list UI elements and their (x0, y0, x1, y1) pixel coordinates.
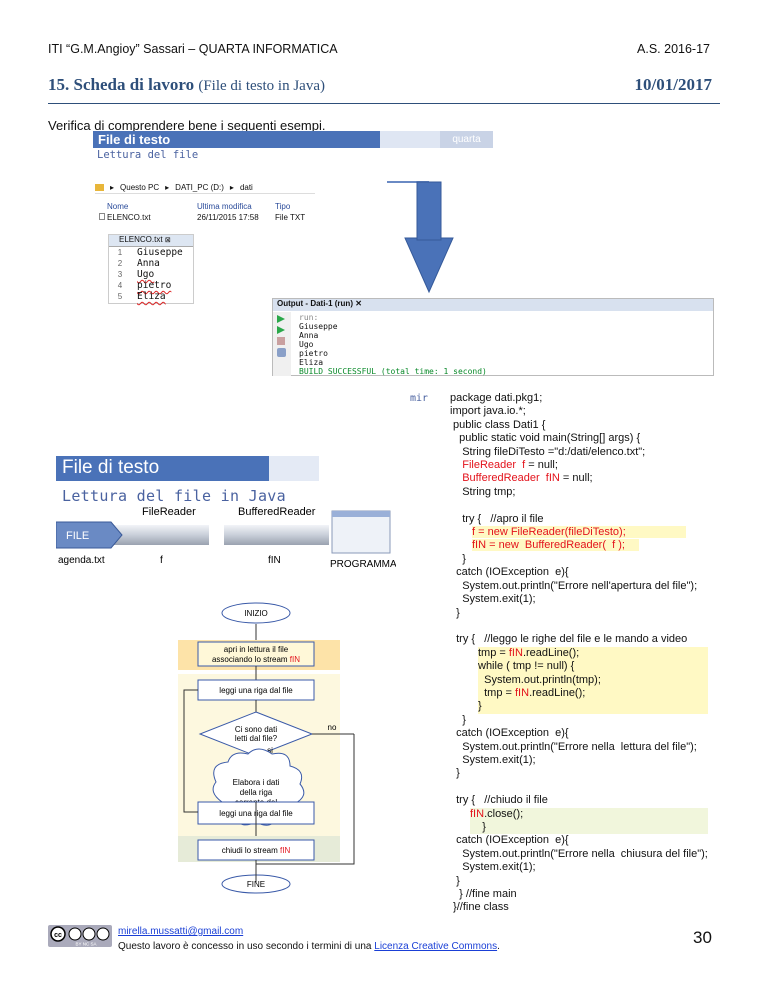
output-tab: Output - Dati-1 (run) ✕ (273, 299, 713, 311)
stream-tube-2 (224, 525, 329, 545)
intro-text: Verifica di comprendere bene i seguenti … (48, 118, 326, 133)
page-date: 10/01/2017 (634, 75, 712, 94)
stream-diagram: FileReader BufferedReader FILE agenda.tx… (56, 506, 396, 570)
chevron-right-icon: ▸ (229, 182, 234, 192)
flowchart-connectors (183, 689, 355, 882)
start-label: INIZIO (244, 609, 268, 618)
text-file-icon (99, 213, 105, 220)
svg-text:cc: cc (54, 932, 62, 939)
slide2-subtitle: Lettura del file in Java (62, 487, 286, 505)
svg-text:FINE: FINE (247, 880, 265, 889)
editor-tab: ELENCO.txt ⊠ (109, 235, 193, 247)
stop-icon (277, 337, 285, 345)
explorer-columns: Nome Ultima modifica Tipo (107, 202, 291, 211)
header-right: A.S. 2016-17 (637, 42, 710, 56)
explorer-row: ELENCO.txt 26/11/2015 17:58 File TXT (95, 213, 315, 222)
svg-text:letti dal file?: letti dal file? (235, 734, 278, 743)
svg-text:no: no (328, 723, 337, 732)
down-arrow-icon (387, 181, 454, 294)
slide1-title-bar: File di testo (93, 131, 380, 148)
settings-icon (277, 348, 286, 357)
svg-text:associando lo stream fIN: associando lo stream fIN (212, 655, 300, 664)
license-link[interactable]: Licenza Creative Commons (374, 941, 498, 952)
label-fin: fIN (268, 555, 281, 566)
footer-email-link[interactable]: mirella.mussatti@gmail.com (118, 926, 244, 937)
label-bufferedreader: BufferedReader (238, 506, 316, 518)
mir-label: mir (410, 393, 429, 404)
label-f: f (160, 555, 163, 566)
svg-text:Elabora i dati: Elabora i dati (233, 778, 280, 787)
slide2-title-bar: File di testo (56, 456, 269, 481)
rerun-icon (277, 326, 285, 334)
label-file: FILE (66, 530, 89, 542)
page-number: 30 (693, 928, 712, 947)
label-filereader: FileReader (142, 506, 196, 518)
rerun-icon (277, 315, 285, 323)
file-explorer: ▸ Questo PC ▸ DATI_PC (D:) ▸ dati Nome U… (95, 181, 315, 229)
start-node (221, 602, 291, 624)
close-icon: ✕ (355, 299, 362, 308)
explorer-breadcrumb: ▸ Questo PC ▸ DATI_PC (D:) ▸ dati (95, 181, 315, 194)
page-title: 15. Scheda di lavoro (File di testo in J… (48, 75, 325, 94)
svg-text:apri in lettura il file: apri in lettura il file (224, 645, 289, 654)
program-window-icon (331, 510, 391, 554)
creative-commons-logo: cc BY NC SA (48, 925, 112, 947)
footer-license-text: Questo lavoro è concesso in uso secondo … (118, 941, 500, 952)
svg-text:si: si (267, 746, 273, 755)
svg-text:Ci sono dati: Ci sono dati (235, 725, 277, 734)
label-agenda: agenda.txt (58, 555, 105, 566)
output-toolbar (273, 312, 291, 376)
slide2-title-bar-fade (269, 456, 319, 481)
stream-tube-1 (114, 525, 209, 545)
open-step (197, 641, 315, 667)
svg-text:chiudi lo stream fIN: chiudi lo stream fIN (222, 846, 291, 855)
slide1-title-bar-fade (380, 131, 440, 148)
java-code: package dati.pkg1;import java.io.*; publ… (450, 392, 708, 914)
folder-icon (95, 183, 104, 191)
slide1-subtitle: Lettura del file (97, 149, 199, 161)
chevron-right-icon: ▸ (165, 182, 170, 192)
output-console: run: Giuseppe Anna Ugo pietro Eliza BUIL… (299, 313, 487, 376)
svg-text:BY NC SA: BY NC SA (76, 942, 97, 947)
slide1-tag: quarta (440, 131, 493, 148)
file-box (56, 521, 123, 549)
close-icon: ⊠ (164, 237, 171, 244)
svg-text:leggi una riga dal file: leggi una riga dal file (219, 686, 293, 695)
label-programma: PROGRAMMA (330, 559, 396, 570)
header-left: ITI “G.M.Angioy” Sassari – QUARTA INFORM… (48, 42, 338, 56)
chevron-right-icon: ▸ (110, 182, 115, 192)
output-panel: Output - Dati-1 (run) ✕ run: Giuseppe An… (272, 298, 714, 376)
svg-text:della riga: della riga (240, 788, 273, 797)
title-divider (48, 103, 720, 104)
